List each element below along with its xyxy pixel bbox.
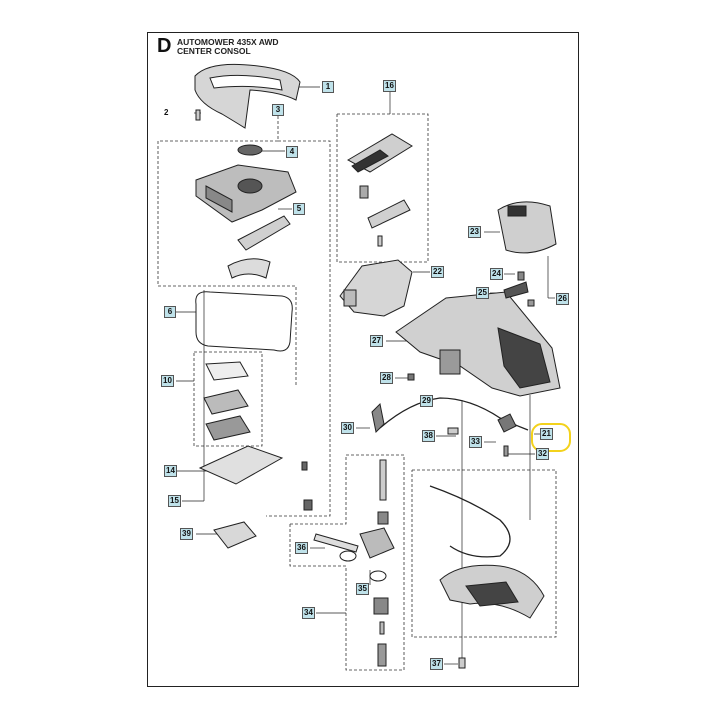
part-4-cap — [237, 144, 263, 156]
callout-33: 33 — [469, 436, 482, 448]
part-23-cover — [497, 201, 557, 254]
callout-6: 6 — [164, 306, 176, 318]
part-14-plate — [198, 445, 284, 485]
part-2-screw — [195, 109, 201, 121]
callout-34: 34 — [302, 607, 315, 619]
part-5-bracket — [237, 215, 291, 251]
part-39-clip — [213, 521, 257, 549]
callout-4: 4 — [286, 146, 298, 158]
callout-32: 32 — [536, 448, 549, 460]
callout-39: 39 — [180, 528, 193, 540]
callout-36: 36 — [295, 542, 308, 554]
bracket-6 — [222, 285, 297, 386]
part-3-top-housing — [195, 164, 297, 223]
callout-23: 23 — [468, 226, 481, 238]
callout-1: 1 — [322, 81, 334, 93]
callout-2: 2 — [164, 108, 169, 117]
part-10-cassette — [205, 361, 249, 381]
callout-10: 10 — [161, 375, 174, 387]
bracket-10 — [193, 351, 263, 447]
highlight-circle — [531, 423, 571, 452]
callout-16: 16 — [383, 80, 396, 92]
bracket-34 — [289, 454, 405, 671]
callout-26: 26 — [556, 293, 569, 305]
bracket-16 — [336, 113, 429, 263]
part-25-strip — [503, 281, 529, 299]
callout-28: 28 — [380, 372, 393, 384]
part-6-seal — [195, 291, 293, 352]
bracket-33 — [411, 469, 557, 638]
part-22-frame — [339, 259, 413, 317]
part-drawings — [194, 63, 561, 669]
callout-38: 38 — [422, 430, 435, 442]
diagram-title: AUTOMOWER 435X AWD CENTER CONSOL — [177, 38, 279, 56]
callout-22: 22 — [431, 266, 444, 278]
callout-35: 35 — [356, 583, 369, 595]
callout-21: 21 — [540, 428, 553, 440]
callout-14: 14 — [164, 465, 177, 477]
callout-30: 30 — [341, 422, 354, 434]
part-36-pin — [313, 533, 359, 553]
callout-24: 24 — [490, 268, 503, 280]
part-1-cover — [194, 63, 301, 129]
bracket-3-left — [157, 140, 278, 287]
callout-29: 29 — [420, 395, 433, 407]
diagram-frame — [147, 32, 579, 687]
callout-3: 3 — [272, 104, 284, 116]
part-34-shaft — [379, 459, 387, 501]
callout-27: 27 — [370, 335, 383, 347]
leader-lines — [176, 86, 555, 665]
bracket-3 — [266, 116, 331, 517]
callout-15: 15 — [168, 495, 181, 507]
section-letter: D — [157, 35, 172, 57]
group-brackets — [157, 113, 557, 671]
part-33-cable — [429, 485, 511, 558]
callout-25: 25 — [476, 287, 489, 299]
title-line-2: CENTER CONSOL — [177, 46, 251, 56]
callout-37: 37 — [430, 658, 443, 670]
title-line-1: AUTOMOWER 435X AWD — [177, 37, 279, 47]
callout-5: 5 — [293, 203, 305, 215]
